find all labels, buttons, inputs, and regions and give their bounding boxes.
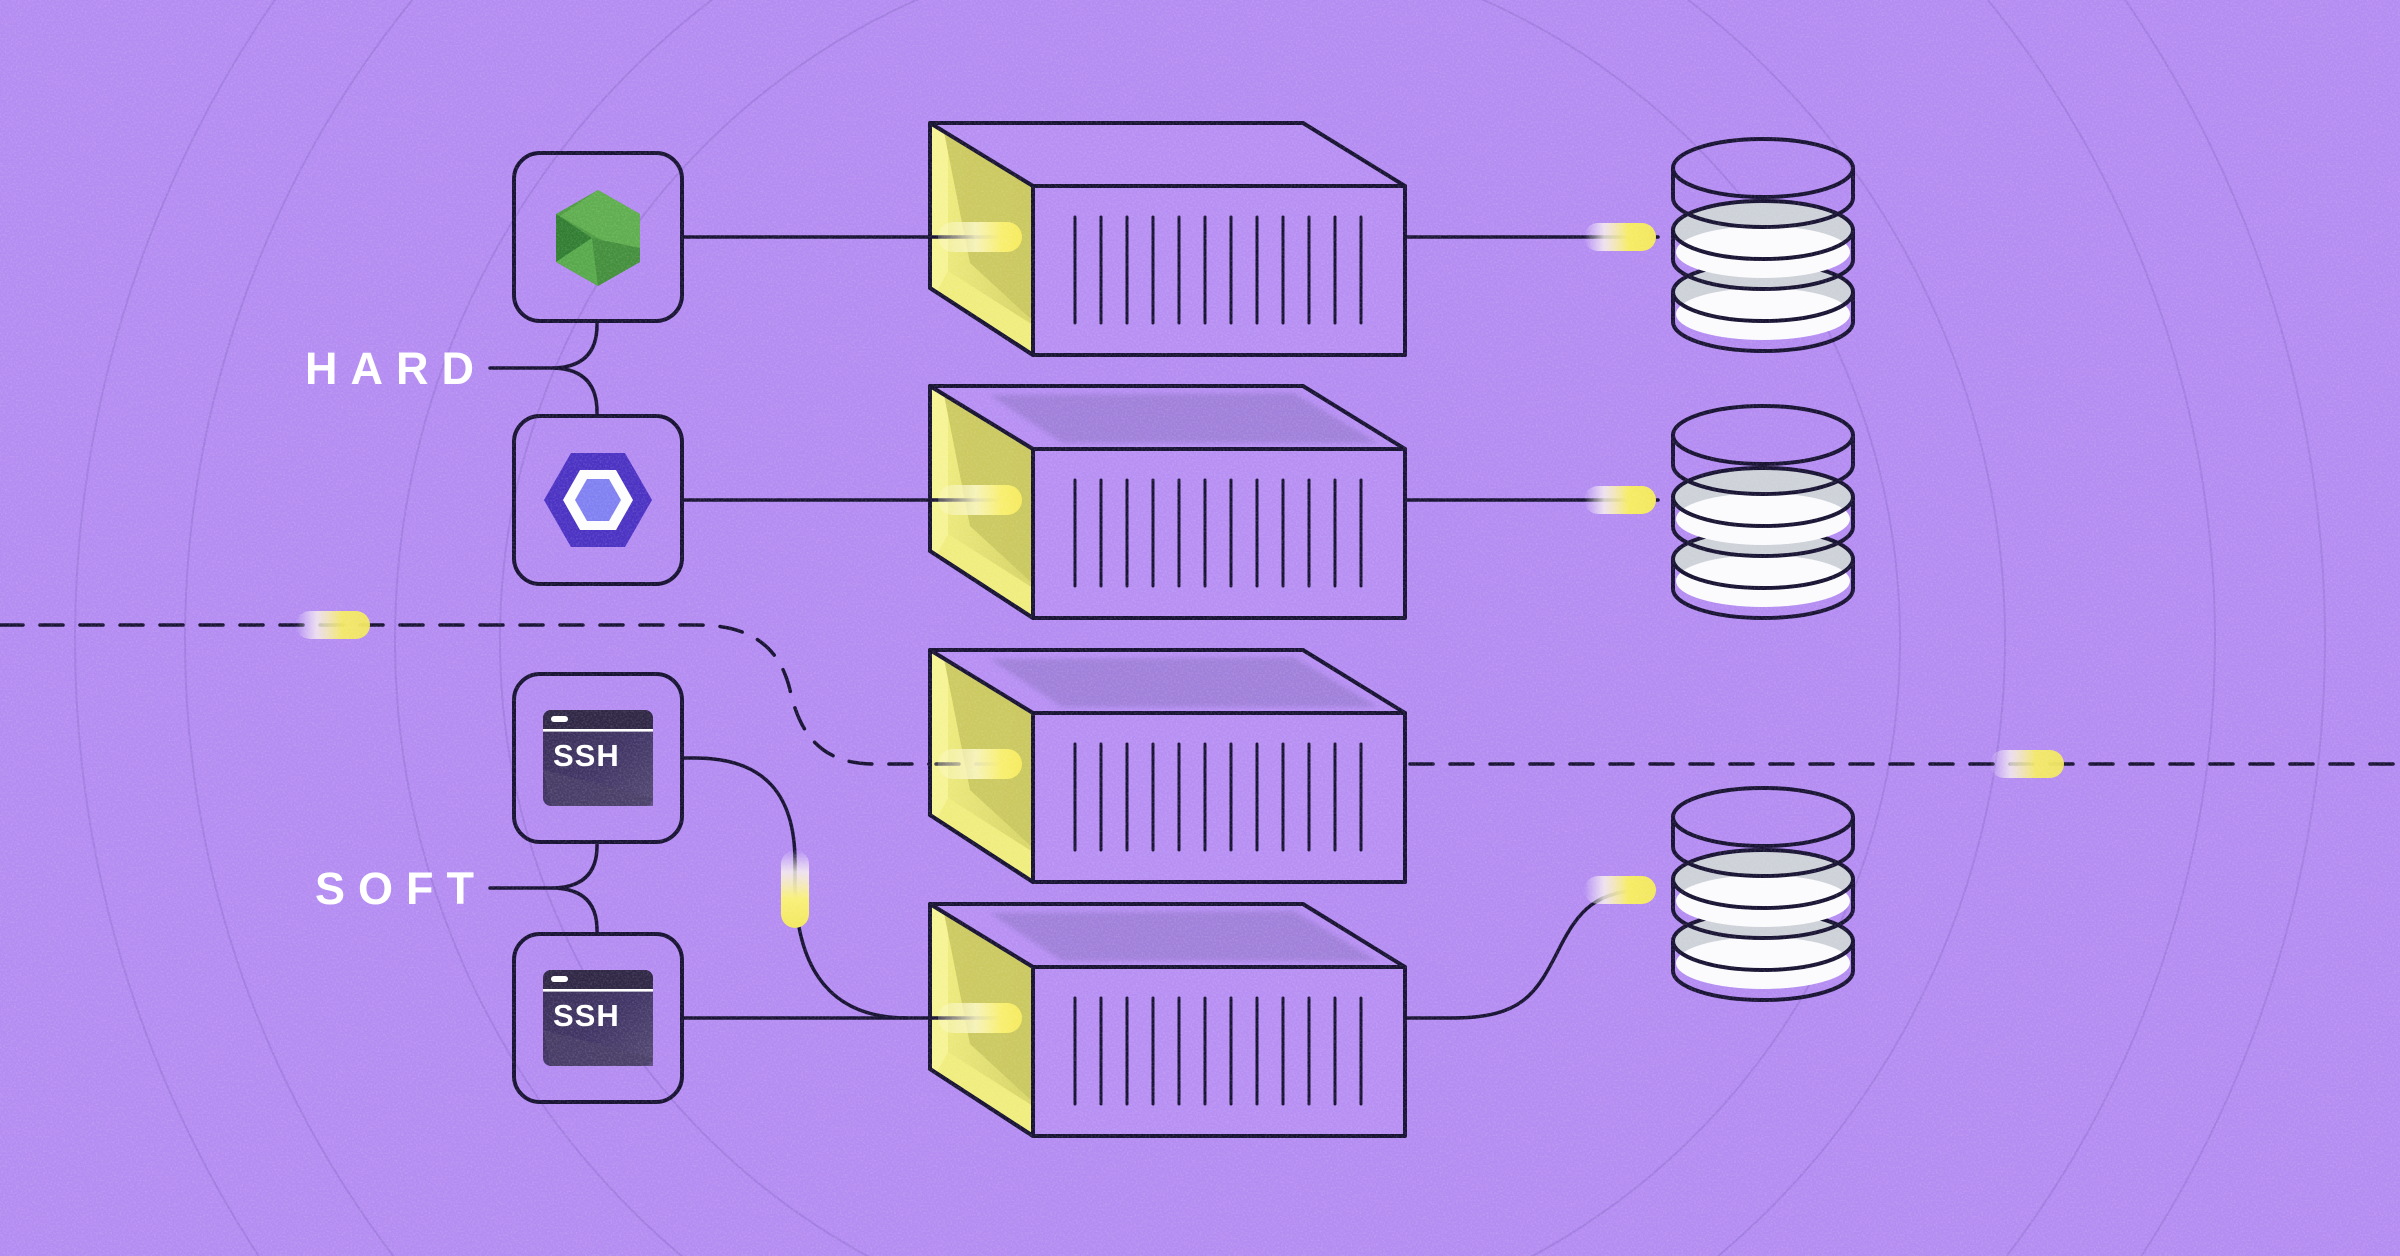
illustration-canvas: SSH SSH HARD SOFT xyxy=(0,0,2400,1256)
noise-texture-overlay xyxy=(0,0,2400,1256)
